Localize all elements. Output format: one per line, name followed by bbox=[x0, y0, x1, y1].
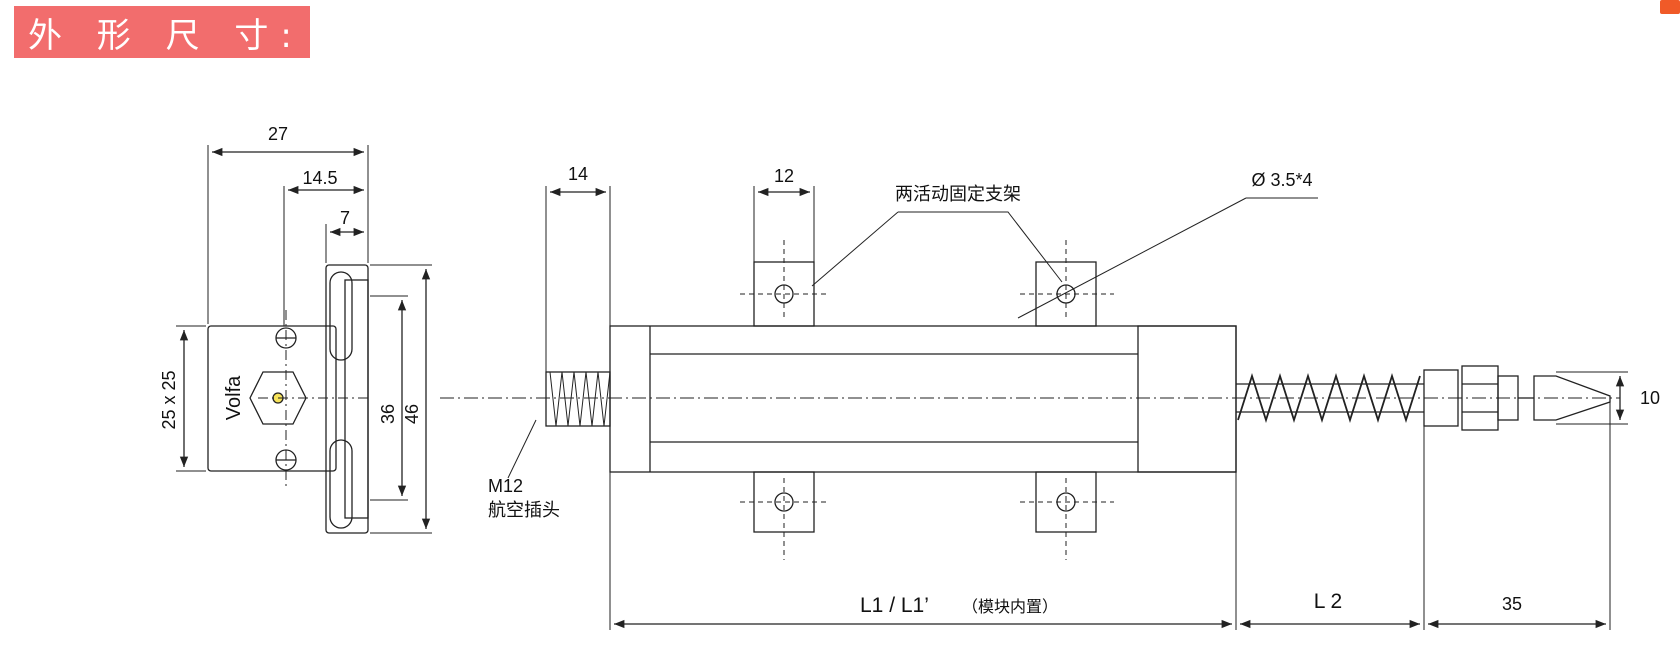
dim-L1-label: L1 / L1’ bbox=[860, 594, 929, 617]
dim-35-label: 35 bbox=[1502, 594, 1522, 614]
dim-12-label: 12 bbox=[774, 166, 794, 186]
dim-46-label: 46 bbox=[402, 404, 422, 424]
brand-label: Volfa bbox=[223, 375, 245, 420]
section-title: 外 形 尺 寸: bbox=[14, 6, 310, 58]
rod-fitting-1 bbox=[1423, 369, 1459, 427]
dim-14-label: 14 bbox=[568, 164, 588, 184]
dim-27-label: 27 bbox=[268, 124, 288, 144]
side-body bbox=[207, 325, 337, 472]
corner-app-icon bbox=[1660, 0, 1680, 14]
connector-label-2: 航空插头 bbox=[488, 500, 560, 521]
side-flange-inner bbox=[344, 279, 369, 519]
side-view bbox=[176, 145, 432, 534]
dim-36-label: 36 bbox=[378, 404, 398, 424]
dim-L2-label: L 2 bbox=[1314, 590, 1342, 613]
hole-label: Ø 3.5*4 bbox=[1251, 170, 1312, 190]
connector-label-1: M12 bbox=[488, 476, 523, 496]
side-slot-bottom bbox=[329, 439, 353, 529]
dim-14-5-label: 14.5 bbox=[302, 168, 337, 188]
dim-10-label: 10 bbox=[1640, 388, 1660, 408]
side-flange bbox=[325, 264, 369, 534]
main-body bbox=[609, 325, 1237, 473]
dim-7-label: 7 bbox=[340, 208, 350, 228]
side-slot-top bbox=[329, 271, 353, 361]
main-view bbox=[440, 186, 1628, 630]
dim-25x25-label: 25 x 25 bbox=[159, 370, 179, 429]
bracket-label: 两活动固定支架 bbox=[895, 184, 1021, 205]
end-cap bbox=[1137, 325, 1237, 473]
dim-L1-note: （模块内置） bbox=[962, 597, 1058, 616]
